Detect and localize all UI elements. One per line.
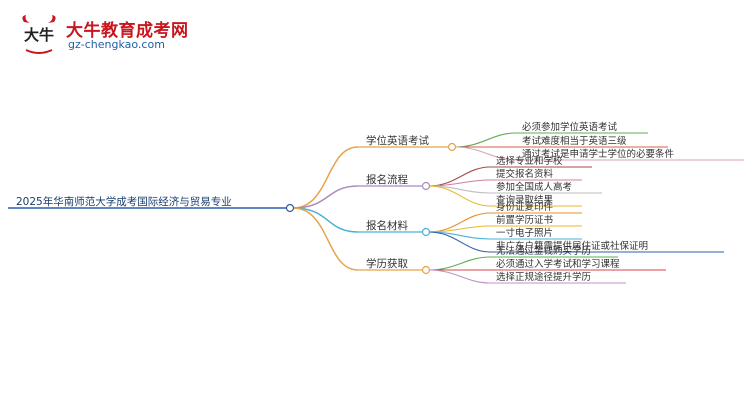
root-node-dot[interactable] [285, 203, 295, 213]
root-topic: 2025年华南师范大学成考国际经济与贸易专业 [16, 196, 232, 208]
leaf-label: 前置学历证书 [496, 215, 554, 226]
leaf-connector [428, 269, 491, 284]
branch-label: 报名材料 [366, 220, 408, 232]
branch-label: 报名流程 [366, 174, 408, 186]
logo-title: 大牛教育成考网 [66, 21, 189, 41]
branch-node-dot[interactable] [421, 227, 431, 237]
leaf-label: 必须参加学位英语考试 [522, 122, 618, 133]
branch-node-dot[interactable] [447, 142, 457, 152]
leaf-label: 非广东户籍需提供居住证或社保证明 [496, 241, 649, 252]
branch-connector [292, 207, 359, 233]
branch-label: 学历获取 [366, 258, 408, 270]
branch-connector [292, 146, 359, 209]
leaf-label: 通过考试是申请学士学位的必要条件 [522, 149, 675, 160]
leaf-label: 身份证复印件 [496, 202, 554, 213]
branch-node-dot[interactable] [421, 181, 431, 191]
leaf-label: 必须通过入学考试和学习课程 [496, 259, 620, 270]
bull-logo-icon: 大牛 [22, 15, 56, 54]
logo-url[interactable]: gz-chengkao.com [68, 38, 165, 51]
site-logo[interactable]: 大牛 大牛教育成考网 gz-chengkao.com [18, 14, 188, 56]
leaf-label: 查询录取结果 [496, 195, 554, 206]
leaf-label: 考试难度相当于英语三级 [522, 136, 627, 147]
leaf-label: 一寸电子照片 [496, 228, 554, 239]
branch-node-dot[interactable] [421, 265, 431, 275]
leaf-label: 无法通过金钱购买学历 [496, 246, 592, 257]
leaf-connector [428, 185, 491, 207]
leaf-connector [428, 231, 491, 253]
branch-connector [292, 207, 359, 271]
leaf-connector [454, 146, 517, 161]
leaf-label: 选择专业和学校 [496, 156, 563, 167]
leaf-label: 参加全国成人高考 [496, 182, 573, 193]
leaf-label: 提交报名资料 [496, 169, 554, 180]
leaf-connector [428, 256, 491, 271]
leaf-connector [454, 132, 517, 148]
leaf-label: 选择正规途径提升学历 [496, 272, 592, 283]
logo-mark-text: 大牛 [24, 26, 54, 44]
branch-label: 学位英语考试 [366, 135, 429, 147]
branch-connector [292, 185, 359, 209]
